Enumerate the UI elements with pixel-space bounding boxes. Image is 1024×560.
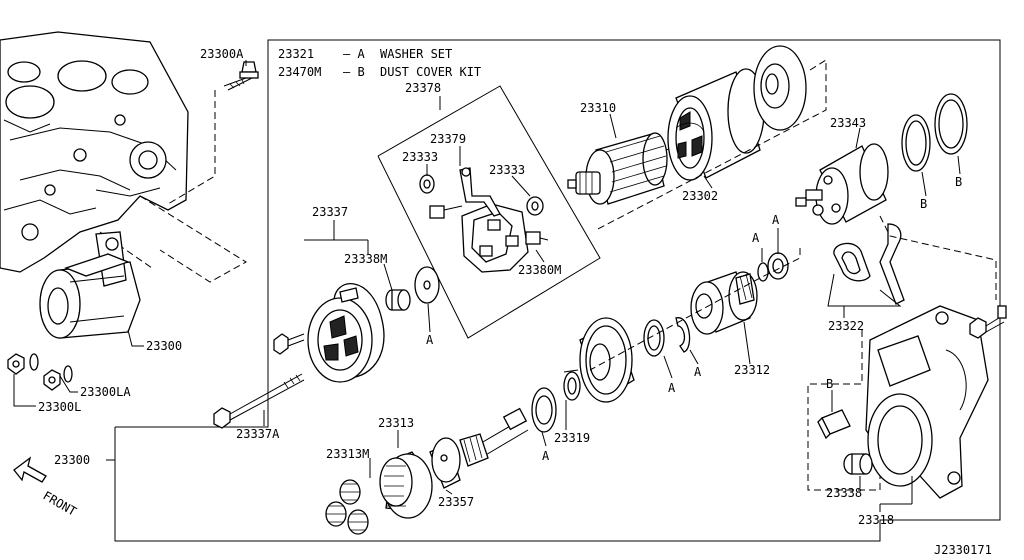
label-23343: 23343 [830, 116, 866, 130]
legend-text-dust-cover: DUST COVER KIT [380, 65, 481, 79]
label-23337: 23337 [312, 205, 348, 219]
washer-left [29, 353, 39, 371]
nut-23300l [7, 353, 25, 375]
nut-23300la [43, 369, 61, 391]
callout-b-3: B [826, 377, 833, 391]
legend-code-washer-set: 23321 [278, 47, 314, 61]
callout-a-2: A [542, 449, 550, 463]
callout-leaders [427, 155, 961, 447]
armature-dashed-line [595, 59, 827, 231]
center-bracket [579, 317, 635, 403]
pinion-dashed-line [589, 248, 801, 371]
gasket-b-2 [934, 93, 968, 155]
callout-letters: A A A A A A B B B [426, 175, 962, 463]
legend-sep-b: — B [343, 65, 365, 79]
gasket-b-1 [901, 114, 931, 172]
label-23310: 23310 [580, 101, 616, 115]
callout-a-5: A [752, 231, 760, 245]
brush-holder-23378 [429, 167, 529, 273]
callout-b-2: B [955, 175, 962, 189]
mount-line-upper [167, 90, 216, 205]
bushing-23319 [563, 369, 581, 401]
ring-a-small [757, 262, 769, 282]
label-23378: 23378 [405, 81, 441, 95]
label-23357: 23357 [438, 495, 474, 509]
callout-a-1: A [426, 333, 434, 347]
label-23333-right: 23333 [489, 163, 525, 177]
planet-gear-3 [347, 509, 369, 535]
label-23319: 23319 [554, 431, 590, 445]
rear-cover-disc [753, 45, 807, 131]
brush-23380m [525, 231, 549, 245]
washer-a-center [643, 319, 665, 357]
armature-23310 [567, 132, 679, 205]
bushing-23338m [385, 289, 411, 311]
solenoid-23343 [795, 143, 889, 225]
legend-text-washer-set: WASHER SET [380, 47, 452, 61]
label-23337a: 23337A [236, 427, 280, 441]
gear-housing-23318 [865, 305, 989, 499]
label-23300-left: 23300 [146, 339, 182, 353]
callout-a-4: A [694, 365, 702, 379]
legend: 23321 — A WASHER SET 23470M — B DUST COV… [278, 47, 481, 79]
label-23333-left: 23333 [402, 150, 438, 164]
washer-left-2 [63, 365, 73, 383]
snap-ring-a [675, 317, 691, 353]
internal-gear-23313 [379, 451, 433, 519]
bushing-23338 [843, 453, 873, 475]
label-23300l: 23300L [38, 400, 81, 414]
end-frame-23337 [307, 283, 385, 383]
legend-sep-a: — A [343, 47, 365, 61]
through-bolt-23337a [213, 373, 305, 429]
solenoid-dashed-line [879, 215, 997, 300]
main-assembly-frame [114, 39, 1001, 542]
label-23302: 23302 [682, 189, 718, 203]
bolt-23300a [223, 61, 259, 91]
label-23379: 23379 [430, 132, 466, 146]
legend-code-dust-cover: 23470M [278, 65, 321, 79]
dust-cover-b [817, 409, 851, 440]
diagram-id: J2330171 [934, 543, 992, 557]
label-23322: 23322 [828, 319, 864, 333]
label-23300-main: 23300 [54, 453, 90, 467]
label-front: FRONT [41, 488, 79, 518]
label-23380m: 23380M [518, 263, 561, 277]
mount-line-mid [139, 195, 247, 283]
label-23313: 23313 [378, 416, 414, 430]
front-arrow-icon [13, 456, 47, 483]
washer-a-23337 [414, 266, 440, 304]
callout-a-6: A [772, 213, 780, 227]
screw-23337 [273, 333, 305, 355]
bolt-housing [969, 305, 1007, 339]
starter-assembly-23300 [39, 231, 141, 339]
label-23300a: 23300A [200, 47, 244, 61]
leader-lines [106, 60, 913, 512]
planet-gear-2 [325, 501, 347, 527]
label-23338: 23338 [826, 486, 862, 500]
callout-a-3: A [668, 381, 676, 395]
label-23300la: 23300LA [80, 385, 131, 399]
label-23338m: 23338M [344, 252, 387, 266]
washer-a-23319 [531, 387, 557, 433]
planet-gear-1 [339, 479, 361, 505]
clutch-23312 [690, 271, 758, 335]
housing-dashed-outline [807, 330, 881, 491]
label-23318: 23318 [858, 513, 894, 527]
label-23312: 23312 [734, 363, 770, 377]
engine-block [0, 31, 189, 273]
callout-b-1: B [920, 197, 927, 211]
shift-lever-23322 [833, 223, 905, 305]
label-23313m: 23313M [326, 447, 369, 461]
spring-23333-right [526, 196, 544, 216]
spring-23333-left [419, 174, 435, 194]
pinion-shaft-23357 [429, 407, 529, 489]
yoke-23302 [667, 68, 765, 181]
